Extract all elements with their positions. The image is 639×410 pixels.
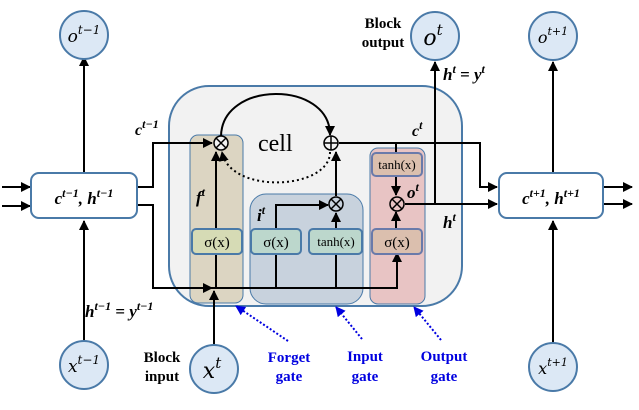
forget-multiply-op	[213, 135, 229, 151]
output-sigma-box: σ(x)	[371, 228, 423, 255]
output-multiply-op	[389, 196, 405, 212]
svg-text:tanh(x): tanh(x)	[378, 157, 416, 172]
svg-text:xt−1: xt−1	[68, 353, 100, 377]
h-t-label: ht	[443, 210, 456, 232]
svg-text:σ(x): σ(x)	[384, 235, 410, 251]
input-sigma-box: σ(x)	[250, 228, 302, 255]
forget-gate-annotation-line2: gate	[276, 369, 303, 385]
output-gate-panel	[369, 147, 426, 305]
cell-label: cell	[258, 131, 293, 157]
input-multiply-op	[328, 196, 344, 212]
prev-state-box: ct−1, ht−1	[30, 172, 138, 219]
block-input-label-line1: Block	[144, 350, 181, 366]
input-tanh-box: tanh(x)	[308, 228, 363, 255]
svg-text:ot+1: ot+1	[538, 25, 568, 47]
forget-gate-annotation-line1: Forget	[268, 350, 310, 366]
svg-text:σ(x): σ(x)	[204, 235, 230, 251]
input-node-next: xt+1	[528, 342, 578, 392]
c-t-label: ct	[412, 118, 423, 140]
input-gate-annotation-line1: Input	[347, 349, 383, 365]
output-node-current: ot	[410, 11, 460, 61]
ht-equals-yt-label: ht = yt	[443, 62, 486, 84]
cell-add-op	[323, 135, 339, 151]
c-prev-label: ct−1	[135, 117, 159, 139]
svg-text:xt: xt	[203, 354, 222, 384]
input-node-prev: xt−1	[59, 340, 109, 390]
input-gate-annotation-line2: gate	[352, 369, 379, 385]
next-state-box: ct+1, ht+1	[498, 172, 604, 219]
svg-text:ct+1, ht+1: ct+1, ht+1	[522, 186, 580, 208]
svg-text:ot: ot	[423, 21, 443, 51]
svg-text:xt+1: xt+1	[538, 356, 568, 378]
svg-text:tanh(x): tanh(x)	[317, 234, 355, 249]
input-gate-activation-label: it	[257, 203, 266, 225]
output-node-next: ot+1	[528, 11, 578, 61]
output-gate-annotation-line2: gate	[431, 369, 458, 385]
block-input-label-line2: input	[145, 369, 179, 385]
input-node-current: xt	[189, 344, 239, 394]
output-node-prev: ot−1	[59, 10, 109, 60]
output-gate-activation-label: ot	[407, 180, 420, 202]
output-gate-annotation-line1: Output	[421, 349, 468, 365]
svg-text:ct−1, ht−1: ct−1, ht−1	[55, 186, 114, 208]
hprev-equals-yprev-label: ht−1 = yt−1	[85, 299, 153, 321]
forget-sigma-box: σ(x)	[191, 228, 243, 255]
block-output-label-line2: output	[362, 35, 405, 51]
output-tanh-box: tanh(x)	[371, 152, 423, 177]
svg-text:σ(x): σ(x)	[263, 235, 289, 251]
svg-text:ot−1: ot−1	[68, 23, 101, 47]
forget-gate-activation-label: ft	[196, 185, 206, 207]
block-output-label-line1: Block	[365, 16, 402, 32]
